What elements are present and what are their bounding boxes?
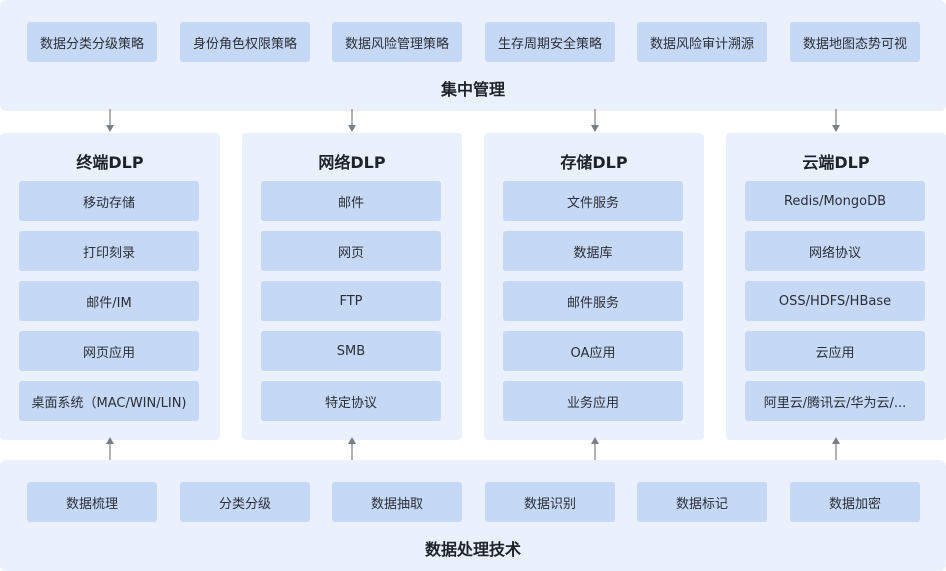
top-chip-classification-policy: 数据分类分级策略 (27, 22, 157, 62)
top-chip-lifecycle-policy: 生存周期安全策略 (485, 22, 615, 62)
top-chip-data-map: 数据地图态势可视 (790, 22, 920, 62)
top-chip-risk-management-policy: 数据风险管理策略 (332, 22, 462, 62)
network-dlp-column: 网络DLP 邮件 网页 FTP SMB 特定协议 (242, 133, 462, 440)
column-item: 桌面系统（MAC/WIN/LIN) (19, 381, 199, 421)
arrow-down-icon (590, 109, 600, 133)
column-item: 文件服务 (503, 181, 683, 221)
column-title: 终端DLP (76, 153, 144, 172)
data-processing-title: 数据处理技术 (424, 540, 521, 559)
data-processing-panel: 数据梳理 分类分级 数据抽取 数据识别 数据标记 数据加密 数据处理技术 (0, 460, 946, 571)
column-item: 特定协议 (261, 381, 441, 421)
column-item: Redis/MongoDB (745, 181, 925, 221)
bottom-chip-identification: 数据识别 (485, 482, 615, 522)
central-management-panel: 数据分类分级策略 身份角色权限策略 数据风险管理策略 生存周期安全策略 数据风险… (0, 0, 946, 111)
storage-dlp-column: 存储DLP 文件服务 数据库 邮件服务 OA应用 业务应用 (484, 133, 704, 440)
arrow-up-icon (105, 436, 115, 460)
bottom-chip-tagging: 数据标记 (637, 482, 767, 522)
arrow-up-icon (590, 436, 600, 460)
bottom-chip-extraction: 数据抽取 (332, 482, 462, 522)
column-title: 云端DLP (802, 153, 870, 172)
arrow-down-icon (105, 109, 115, 133)
top-chip-risk-audit: 数据风险审计溯源 (637, 22, 767, 62)
column-title: 网络DLP (318, 153, 386, 172)
column-title: 存储DLP (560, 153, 628, 172)
arrow-up-icon (831, 436, 841, 460)
bottom-chip-data-sorting: 数据梳理 (27, 482, 157, 522)
column-item: 网页应用 (19, 331, 199, 371)
column-item: 网络协议 (745, 231, 925, 271)
central-management-title: 集中管理 (440, 80, 505, 99)
column-item: OSS/HDFS/HBase (745, 281, 925, 321)
column-item: 云应用 (745, 331, 925, 371)
column-item: 移动存储 (19, 181, 199, 221)
column-item: 业务应用 (503, 381, 683, 421)
column-item: 数据库 (503, 231, 683, 271)
column-item: 邮件 (261, 181, 441, 221)
column-item: 邮件服务 (503, 281, 683, 321)
column-item: FTP (261, 281, 441, 321)
bottom-chip-encryption: 数据加密 (790, 482, 920, 522)
bottom-chip-classification: 分类分级 (180, 482, 310, 522)
column-item: 打印刻录 (19, 231, 199, 271)
top-chip-identity-role-policy: 身份角色权限策略 (180, 22, 310, 62)
column-item: OA应用 (503, 331, 683, 371)
column-item: 邮件/IM (19, 281, 199, 321)
cloud-dlp-column: 云端DLP Redis/MongoDB 网络协议 OSS/HDFS/HBase … (726, 133, 946, 440)
column-item: 阿里云/腾讯云/华为云/... (745, 381, 925, 421)
arrow-down-icon (347, 109, 357, 133)
endpoint-dlp-column: 终端DLP 移动存储 打印刻录 邮件/IM 网页应用 桌面系统（MAC/WIN/… (0, 133, 220, 440)
column-item: SMB (261, 331, 441, 371)
column-item: 网页 (261, 231, 441, 271)
arrow-up-icon (347, 436, 357, 460)
arrow-down-icon (831, 109, 841, 133)
